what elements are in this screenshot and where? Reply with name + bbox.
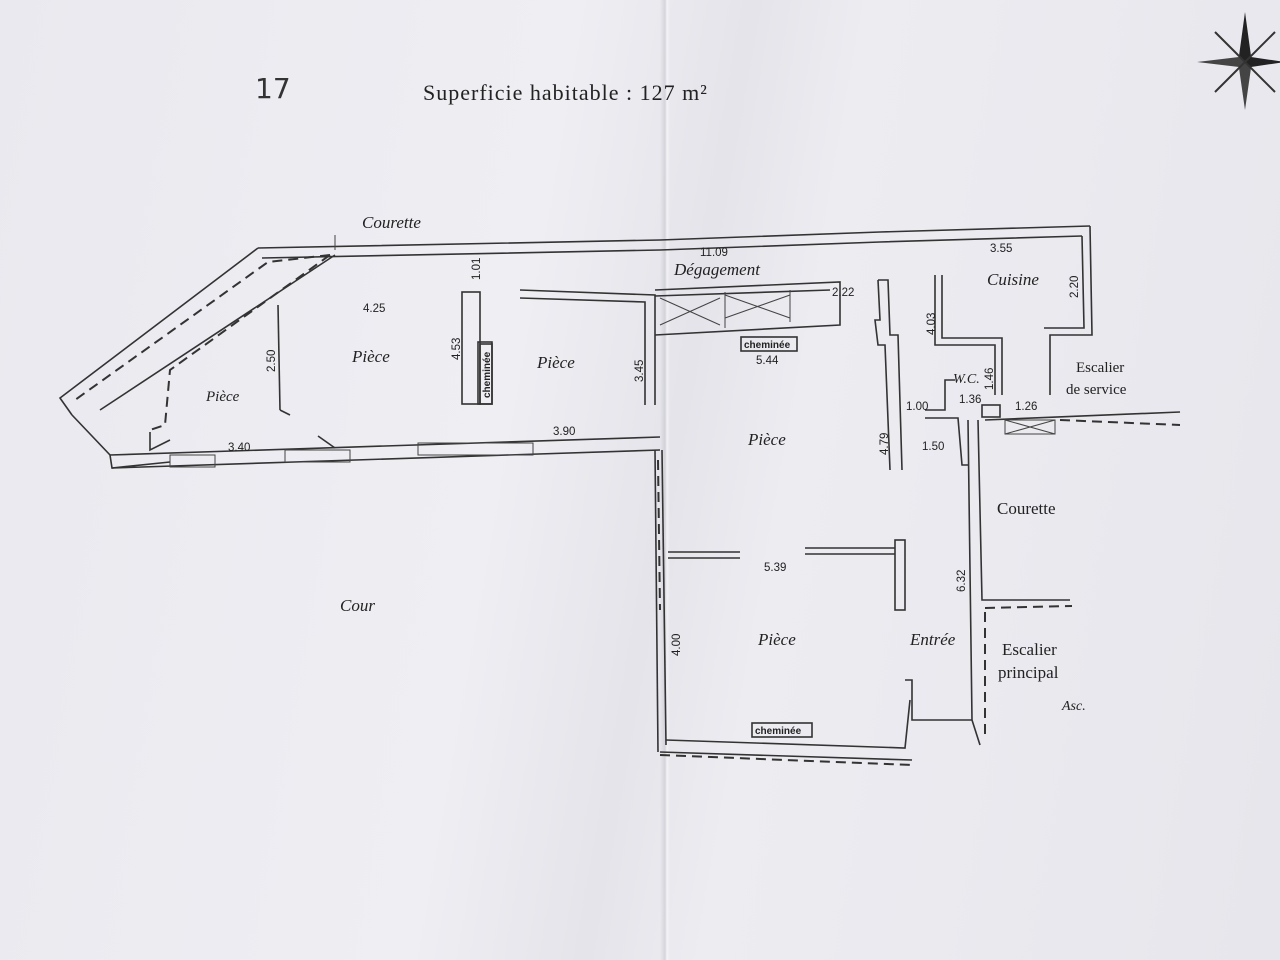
dim-453: 4.53	[451, 338, 463, 360]
dim-345: 3.45	[634, 360, 646, 382]
fireplace-label-1: cheminée	[482, 351, 493, 398]
interior-walls	[169, 275, 1056, 611]
degagement-label: Dégagement	[673, 260, 761, 279]
dim-136: 1.36	[959, 394, 981, 406]
dim-400: 4.00	[671, 634, 683, 656]
cuisine-label: Cuisine	[987, 270, 1039, 289]
fireplaces: cheminée cheminée cheminée	[479, 336, 813, 738]
escalier-principal-label-2: principal	[998, 663, 1059, 682]
cour-label: Cour	[340, 596, 375, 615]
courette-right-label: Courette	[997, 499, 1056, 518]
room-labels: Courette Dégagement Cuisine Pièce Pièce …	[205, 213, 1127, 714]
piece-bottom-label: Pièce	[757, 630, 796, 649]
dim-390: 3.90	[553, 426, 575, 438]
dashed-outlines	[74, 254, 1181, 766]
escalier-service-label-1: Escalier	[1076, 360, 1124, 376]
dim-101: 1.01	[471, 258, 483, 280]
compass-rose-icon	[1197, 12, 1280, 110]
dimension-labels: 11.09 3.55 2.20 2.22 1.01 4.25 4.53 2.50…	[228, 243, 1081, 656]
dim-340: 3.40	[228, 442, 250, 454]
entree-label: Entrée	[909, 630, 956, 649]
dim-100: 1.00	[906, 401, 928, 413]
piece-3-label: Pièce	[536, 353, 575, 372]
piece-left-label: Pièce	[205, 389, 240, 405]
dim-220: 2.20	[1069, 276, 1081, 298]
piece-2-label: Pièce	[351, 347, 390, 366]
asc-label: Asc.	[1061, 699, 1086, 714]
dim-425: 4.25	[363, 303, 385, 315]
dim-479: 4.79	[879, 433, 891, 455]
outer-walls	[58, 225, 1181, 761]
fireplace-label-3: cheminée	[755, 726, 802, 737]
dim-632: 6.32	[956, 570, 968, 592]
fireplace-label-2: cheminée	[744, 340, 791, 351]
dim-355: 3.55	[990, 243, 1012, 255]
paper-fold	[660, 0, 670, 960]
page-title: Superficie habitable : 127 m²	[423, 80, 708, 105]
piece-center-label: Pièce	[747, 430, 786, 449]
dim-150: 1.50	[922, 441, 944, 453]
dim-544: 5.44	[756, 355, 779, 367]
dim-126: 1.26	[1015, 401, 1037, 413]
dim-146: 1.46	[984, 368, 996, 390]
escalier-service-label-2: de service	[1066, 382, 1127, 398]
dim-250: 2.50	[266, 350, 278, 372]
sheet-number: 17	[255, 72, 291, 105]
escalier-principal-label-1: Escalier	[1002, 640, 1057, 659]
wc-label: W.C.	[953, 372, 980, 387]
dim-403: 4.03	[926, 313, 938, 335]
dim-222: 2.22	[832, 287, 854, 299]
dim-1109: 11.09	[700, 247, 728, 259]
courette-top-label: Courette	[362, 213, 421, 232]
dim-539: 5.39	[764, 562, 786, 574]
